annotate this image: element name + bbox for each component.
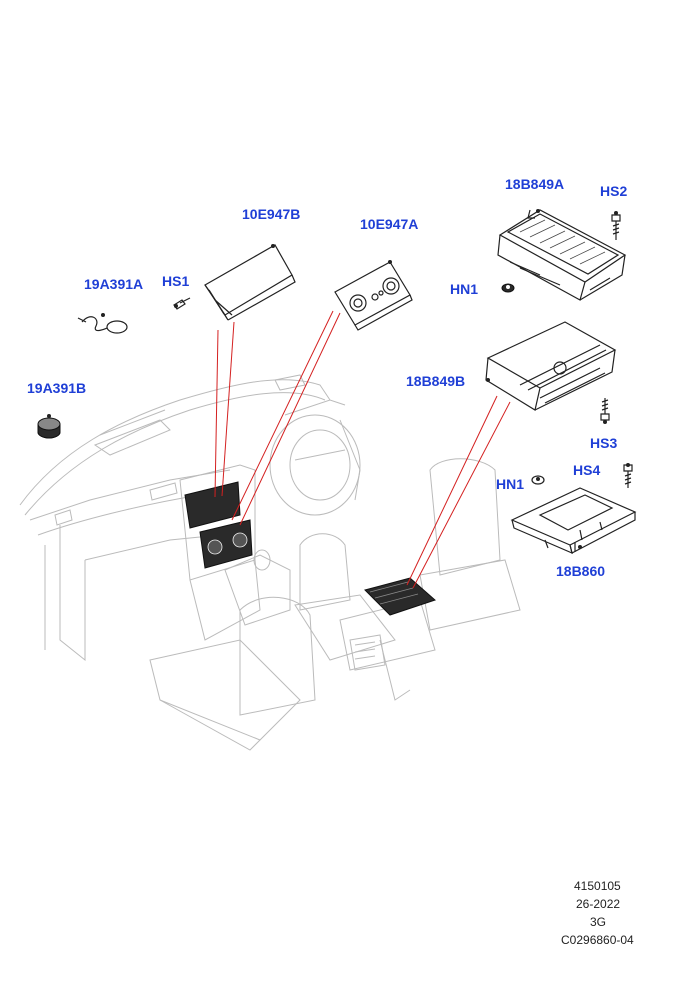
callout-19A391A: 19A391A xyxy=(84,276,143,292)
callout-HN1-top: HN1 xyxy=(450,281,478,297)
callout-HS1: HS1 xyxy=(162,273,189,289)
reference-line-4: C0296860-04 xyxy=(561,933,634,947)
vehicle-interior-illustration xyxy=(19,374,521,751)
part-bracket-18B860 xyxy=(510,487,637,555)
reference-line-2: 26-2022 xyxy=(576,897,620,911)
callout-HS4: HS4 xyxy=(573,462,600,478)
callout-18B860: 18B860 xyxy=(556,563,605,579)
callout-labels: 18B849A HS2 10E947B 10E947A 19A391A HS1 … xyxy=(27,176,627,579)
screw-HS4 xyxy=(623,463,633,488)
reference-line-3: 3G xyxy=(590,915,606,929)
installed-components xyxy=(184,481,436,616)
part-antenna-19A391A xyxy=(77,313,128,334)
part-sensor-19A391B xyxy=(37,414,61,439)
installed-climate-panel xyxy=(199,519,253,569)
reference-block: 4150105 26-2022 3G C0296860-04 xyxy=(561,879,634,947)
part-module-18B849A xyxy=(497,209,627,301)
part-touch-screen-10E947B xyxy=(204,244,296,321)
callout-HS2: HS2 xyxy=(600,183,627,199)
callout-HN1-bottom: HN1 xyxy=(496,476,524,492)
callout-18B849B: 18B849B xyxy=(406,373,465,389)
callout-10E947B: 10E947B xyxy=(242,206,300,222)
callout-19A391B: 19A391B xyxy=(27,380,86,396)
installed-touch-screen-upper xyxy=(184,481,241,529)
part-climate-panel-10E947A xyxy=(334,260,413,331)
installed-audio-module xyxy=(364,577,436,616)
screw-HS2 xyxy=(611,211,621,240)
callout-18B849A-top: 18B849A xyxy=(505,176,564,192)
reference-line-1: 4150105 xyxy=(574,879,621,893)
nut-HN1-top xyxy=(501,283,515,293)
nut-HN1-bottom xyxy=(531,475,545,485)
callout-HS3: HS3 xyxy=(590,435,617,451)
callout-10E947A: 10E947A xyxy=(360,216,418,232)
screw-HS1 xyxy=(173,297,191,310)
leader-lines xyxy=(214,310,511,589)
screw-HS3 xyxy=(600,398,610,424)
part-module-18B849B xyxy=(485,321,617,411)
